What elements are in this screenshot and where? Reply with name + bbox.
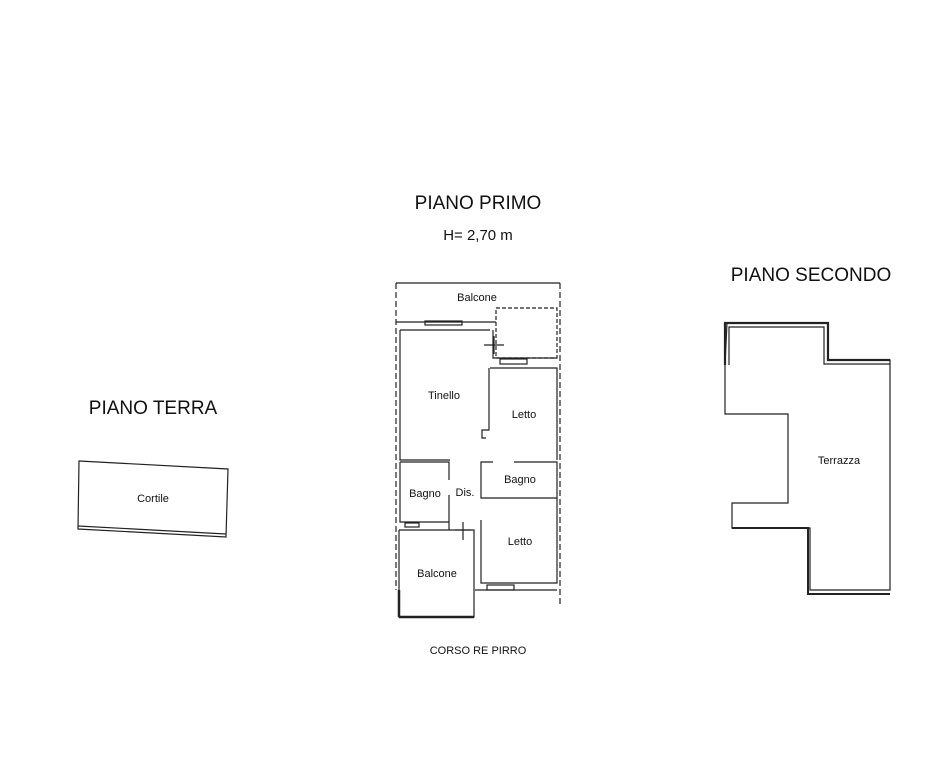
room-label-tinello: Tinello [428, 390, 460, 402]
room-label-bagno-left: Bagno [409, 488, 441, 500]
piano-terra-title: PIANO TERRA [88, 398, 218, 419]
piano-secondo-title: PIANO SECONDO [730, 265, 892, 286]
room-label-terrazza: Terrazza [817, 455, 861, 467]
room-label-cortile: Cortile [137, 493, 169, 505]
room-label-dis: Dis. [455, 487, 475, 499]
room-label-balcone-bottom: Balcone [417, 568, 457, 580]
street-label: CORSO RE PIRRO [429, 645, 527, 657]
room-label-bagno-right: Bagno [504, 474, 536, 486]
room-label-balcone-top: Balcone [457, 292, 497, 304]
room-label-letto-top: Letto [511, 409, 537, 421]
piano-primo-plan [395, 282, 561, 619]
cortile-outline [77, 460, 229, 538]
piano-secondo-plan [723, 321, 891, 595]
ceiling-height: H= 2,70 m [443, 227, 513, 244]
room-label-letto-bottom: Letto [507, 536, 533, 548]
piano-primo-title: PIANO PRIMO [414, 193, 542, 214]
